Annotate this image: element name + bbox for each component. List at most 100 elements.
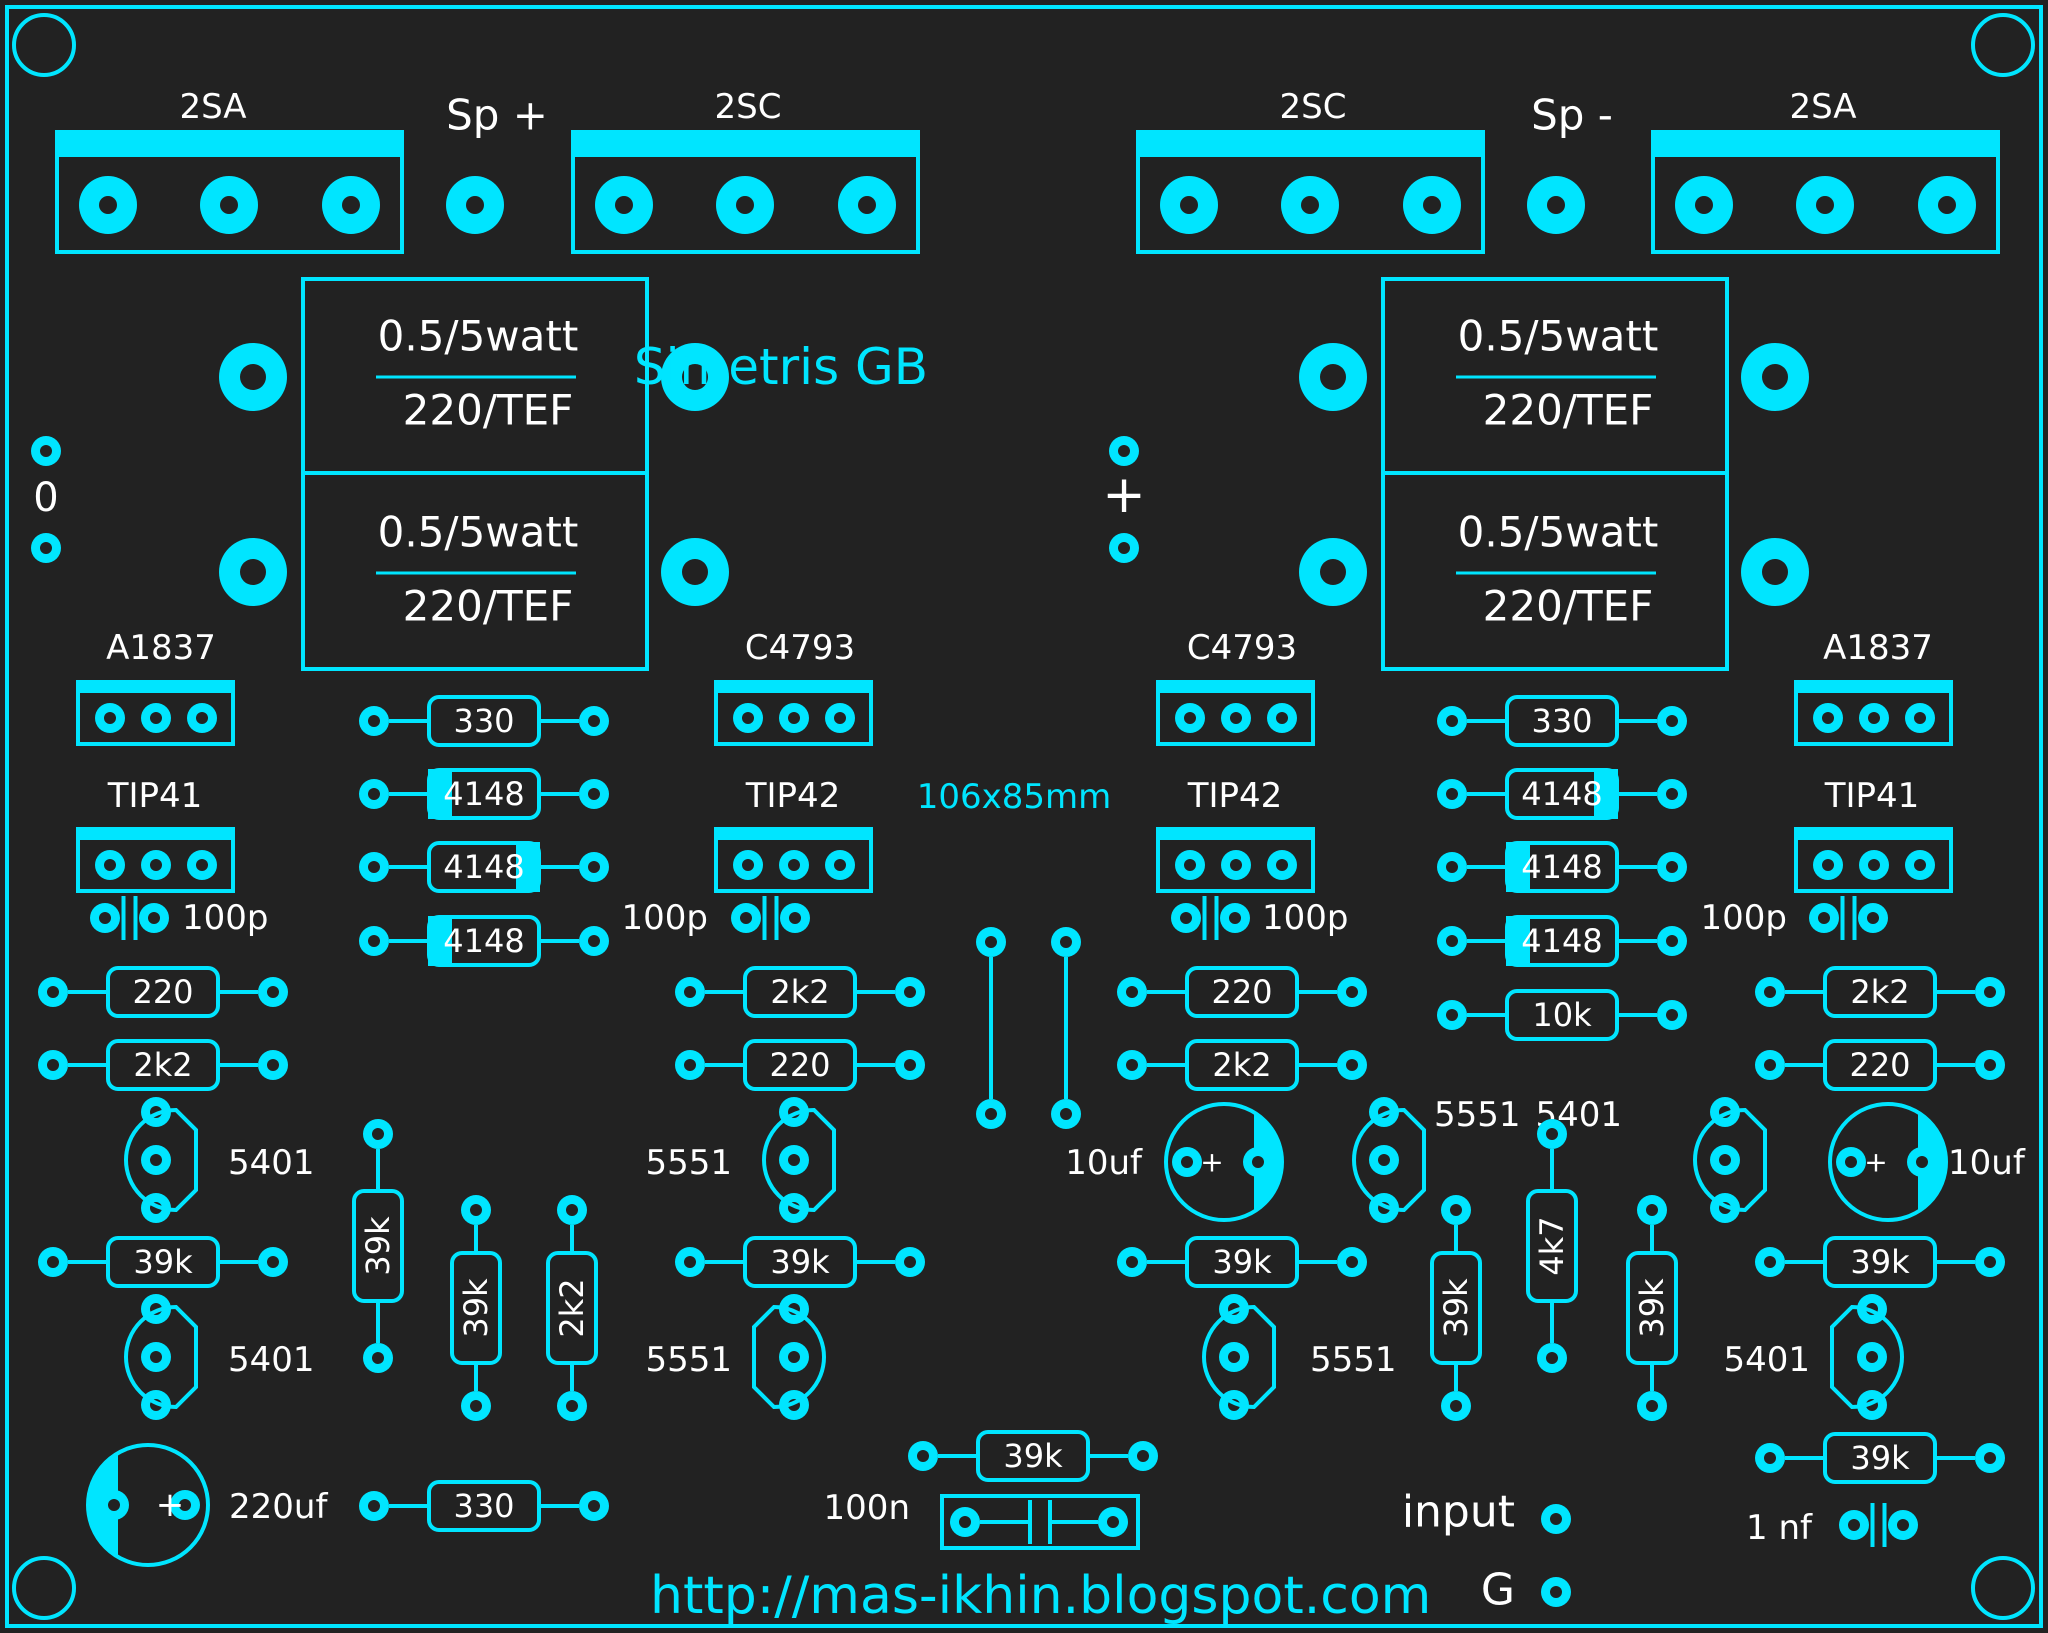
pad-hole [1868, 712, 1880, 724]
label-cap_1nf: 1 nf [1746, 1508, 1813, 1548]
pad-hole [104, 859, 116, 871]
resistor-body [1626, 1251, 1678, 1365]
transistor-outline [1693, 1107, 1767, 1213]
label-tr_2sa: 2SA [179, 87, 246, 127]
pad-hole [1897, 1519, 1909, 1531]
power-pad-hole [99, 196, 117, 214]
resistor-body [1185, 1039, 1299, 1091]
label-title: Simetris GB [634, 338, 928, 396]
label-r2k2: 2k2 [770, 973, 829, 1011]
pad-hole [904, 986, 916, 998]
pad-hole [1137, 1450, 1149, 1462]
pad-hole [470, 1400, 482, 1412]
label-tip42: TIP42 [1187, 776, 1283, 816]
to220-tab [77, 828, 234, 840]
resistor-body [743, 1039, 857, 1091]
transistor-outline [1830, 1304, 1904, 1410]
label-input: input [1402, 1487, 1515, 1538]
diode-band [428, 916, 452, 966]
pad-hole [904, 1256, 916, 1268]
pad-hole [1184, 859, 1196, 871]
label-r39k: 39k [457, 1278, 495, 1338]
pad-hole [1228, 1351, 1240, 1363]
transistor-outline [1352, 1107, 1426, 1213]
label-tip42: TIP42 [745, 776, 841, 816]
label-r2k2: 2k2 [1212, 1046, 1271, 1084]
speaker-pad-hole [466, 196, 484, 214]
pad-hole [1764, 1256, 1776, 1268]
pad-hole [588, 788, 600, 800]
label-q5401: 5401 [1723, 1340, 1810, 1380]
pad-hole [834, 712, 846, 724]
label-r2k2: 2k2 [553, 1278, 591, 1337]
power-pad-hole [1938, 196, 1956, 214]
label-size: 106x85mm [917, 777, 1112, 817]
resistor-body [1526, 1189, 1578, 1303]
pad-hole [470, 1204, 482, 1216]
resistor-body [1185, 1236, 1299, 1288]
pad-hole [1845, 1156, 1857, 1168]
power-pad-hole [1695, 196, 1713, 214]
label-r330: 330 [1531, 702, 1592, 740]
mount-pad-hole [1320, 559, 1346, 585]
pad-hole [1984, 1059, 1996, 1071]
power-pad-hole [615, 196, 633, 214]
power-pad-hole [736, 196, 754, 214]
to220-tab [1795, 681, 1952, 693]
pad-hole [959, 1516, 971, 1528]
resistor-body [743, 1236, 857, 1288]
pad-hole [1818, 912, 1830, 924]
label-r39k: 39k [1212, 1243, 1272, 1281]
label-d4148: 4148 [1521, 922, 1602, 960]
resistor-body [106, 966, 220, 1018]
label-res_top: 0.5/5watt [1458, 508, 1659, 557]
pad-hole [1252, 1156, 1264, 1168]
label-cap_100n: 100n [824, 1488, 910, 1528]
resistor-body [106, 1039, 220, 1091]
pad-hole [1867, 912, 1879, 924]
pad-hole [1446, 861, 1458, 873]
mounting-hole [12, 13, 76, 77]
label-res_bottom: 220/TEF [403, 582, 574, 631]
diode-band [1594, 769, 1618, 819]
mounting-hole [1971, 1556, 2035, 1620]
label-cap_10uf: 10uf [1065, 1143, 1143, 1183]
diode-band [1506, 842, 1530, 892]
label-plus: + [1200, 1146, 1223, 1179]
pad-hole [108, 1499, 120, 1511]
transistor-outline [124, 1107, 198, 1213]
power-transistor-tab [56, 131, 403, 157]
resistor-body [1823, 1236, 1937, 1288]
pad-hole [1118, 542, 1130, 554]
resistor-body [427, 1480, 541, 1532]
pad-hole [1848, 1519, 1860, 1531]
pad-hole [1646, 1204, 1658, 1216]
resistor-body [427, 695, 541, 747]
mounting-hole [1971, 13, 2035, 77]
pad-hole [1764, 986, 1776, 998]
pad-hole [368, 715, 380, 727]
resistor-body [1823, 966, 1937, 1018]
pad-hole [40, 445, 52, 457]
pad-hole [1914, 712, 1926, 724]
pad-hole [1276, 859, 1288, 871]
to220-tab [715, 681, 872, 693]
to220-tab [77, 681, 234, 693]
label-c4793: C4793 [1187, 628, 1297, 668]
pad-hole [740, 912, 752, 924]
label-cap_100p: 100p [1262, 898, 1348, 938]
pad-hole [788, 1351, 800, 1363]
mount-pad-hole [240, 364, 266, 390]
label-cap_10uf: 10uf [1948, 1143, 2026, 1183]
pad-hole [1181, 1156, 1193, 1168]
label-r4k7: 4k7 [1533, 1216, 1571, 1275]
label-q5551: 5551 [1310, 1340, 1397, 1380]
pad-hole [742, 859, 754, 871]
pad-hole [1118, 445, 1130, 457]
label-a1837: A1837 [106, 628, 216, 668]
pad-hole [1126, 1256, 1138, 1268]
label-r39k: 39k [770, 1243, 830, 1281]
pad-hole [1719, 1154, 1731, 1166]
pad-hole [1822, 712, 1834, 724]
label-res_top: 0.5/5watt [378, 508, 579, 557]
